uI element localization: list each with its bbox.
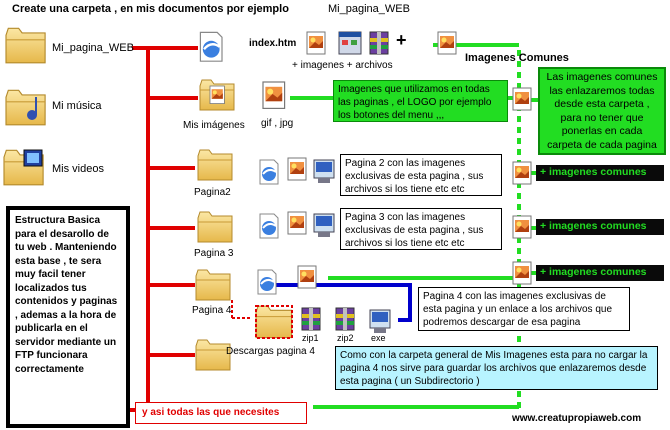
folder-icon [5,89,46,126]
exe-icon [369,309,391,334]
image-file-icon [287,211,307,235]
exe-icon [313,213,335,238]
file-label-zip1: zip1 [302,333,319,343]
exe-icon [313,159,335,184]
descargas-dashed-outline [255,305,293,339]
descargas-note: Como con la carpeta general de Mis Image… [335,346,658,390]
and-so-on-note: y asi todas las que necesites [135,402,307,424]
index-file-label: index.htm [249,38,297,49]
descargas-folder-icon [255,305,293,339]
folder-icon [197,149,233,181]
archive-icon [335,307,355,331]
common-folder-title: Imagenes Comunes [465,52,569,64]
common-images-note: Las imagenes comunes las enlazaremos tod… [538,67,666,155]
folder-label-videos: Mis videos [52,163,104,175]
basic-structure-note: Estructura Basica para el desarollo de t… [6,206,130,428]
folder-icon [195,269,231,301]
image-file-icon [512,161,532,185]
folder-label-pagina2: Pagina2 [194,187,231,198]
archive-icon [369,31,389,55]
image-file-icon [512,87,532,111]
folder-label-web: Mi_pagina_WEB [52,42,134,54]
image-file-icon [297,265,317,289]
image-file-icon [287,157,307,181]
folder-label-mis-imagenes: Mis imágenes [183,120,245,131]
common-label-pagina4: + imagenes comunes [536,265,664,281]
page-title: Create una carpeta , en mis documentos p… [12,3,289,15]
folder-label-pagina4: Pagina 4 [192,305,232,316]
folder-icon [195,339,231,371]
folder-label-music: Mi música [52,100,102,112]
ie-document-icon [259,159,279,185]
image-file-icon [437,31,457,55]
pagina4-note: Pagina 4 con las imagenes exclusivas de … [418,287,630,331]
file-label-zip2: zip2 [337,333,354,343]
ie-document-icon [259,213,279,239]
image-file-icon [306,31,326,55]
header-folder-name: Mi_pagina_WEB [328,3,410,15]
top-row-caption: + imagenes + archivos [292,60,393,71]
image-file-icon [209,85,225,104]
common-label-pagina3: + imagenes comunes [536,219,664,235]
file-label-exe: exe [371,333,386,343]
mis-imagenes-note: Imagenes que utilizamos en todas las pag… [333,80,508,122]
footer-url: www.creatupropiaweb.com [512,413,642,424]
folder-label-pagina3: Pagina 3 [194,248,234,259]
common-label-pagina2: + imagenes comunes [536,165,664,181]
image-file-icon [262,81,286,110]
image-file-icon [512,261,532,285]
image-file-icon [512,215,532,239]
folder-icon [5,27,46,64]
blue-connector [272,283,412,322]
file-type-label: gif , jpg [261,118,294,129]
ie-document-icon [199,31,224,63]
folder-label-descargas: Descargas pagina 4 [226,346,315,357]
plus-icon: + [396,30,407,50]
folder-icon [197,211,233,243]
pagina2-note: Pagina 2 con las imagenes exclusivas de … [340,154,502,196]
music-note-icon [27,97,37,120]
pagina3-note: Pagina 3 con las imagenes exclusivas de … [340,208,502,250]
ie-document-icon [257,269,277,295]
film-icon [23,149,43,167]
archive-icon [301,307,321,331]
window-icon [338,31,362,55]
